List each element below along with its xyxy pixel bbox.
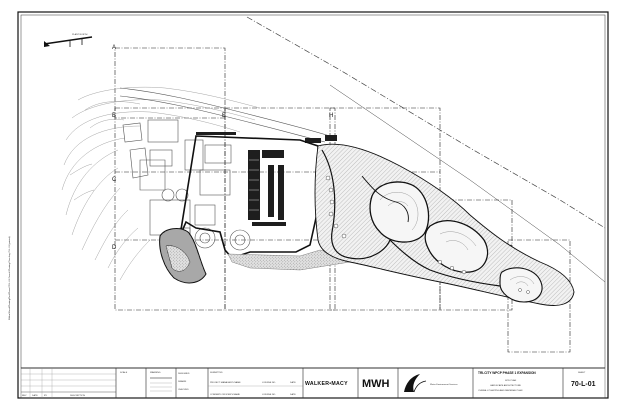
access-road <box>119 87 331 143</box>
project-title: TRI-CITY WPCP PHASE 1 EXPANSION <box>478 371 536 375</box>
sheet-subtitle-planting: OVERALL PLANTING AND MATERIAL PLAN <box>478 389 523 392</box>
planting-buffer-west <box>165 245 191 272</box>
parking-stripes <box>249 159 259 211</box>
sheet-subtitle-landscape: LANDSCAPE ARCHITECTURE <box>490 384 521 387</box>
designed-label: DESIGNED <box>178 373 190 375</box>
swale-path-2 <box>361 175 409 223</box>
checked-label: CHECKED <box>178 389 189 391</box>
rev-header-by: BY <box>44 395 47 397</box>
date-label-1: DATE <box>290 381 296 384</box>
submitted-label: SUBMITTED <box>210 372 223 374</box>
north-arrow: PLANT NORTH <box>43 33 93 47</box>
client-logo-text: Water Environment Services <box>430 383 459 386</box>
walker-macy-logo: WALKER•MACY <box>305 381 348 387</box>
grid-label-a: A <box>112 45 116 51</box>
parking-structures <box>196 132 337 226</box>
landform-contours <box>379 192 535 287</box>
license-label-1: LICENSE NO. <box>262 382 276 384</box>
scale-label: SCALE <box>120 371 128 374</box>
client-logo-mark <box>404 374 427 393</box>
sheet-subtitle-site-plan: SITE PLAN <box>505 379 517 382</box>
side-file-text: Wilbur/Sheet/PlantingPlan/PhaseI/70-L-01… <box>8 236 11 320</box>
grid-label-h: H <box>329 113 333 119</box>
rev-header-rev: REV <box>22 395 27 397</box>
tree-symbols <box>325 175 530 294</box>
grid-label-d: D <box>112 245 117 251</box>
license-label-2: LICENSE NO. <box>262 394 276 396</box>
north-arrow-label: PLANT NORTH <box>72 33 88 36</box>
rev-header-description: DESCRIPTION <box>70 395 85 397</box>
landform-mound-1 <box>369 181 430 243</box>
mwh-logo: MWH <box>362 378 390 390</box>
terrain-contours <box>61 86 261 281</box>
grid-label-c: C <box>112 177 117 183</box>
grid-label-b: B <box>112 113 116 119</box>
rev-header-date: DATE <box>32 394 38 397</box>
company-officer-label: COMPANY OFFICER'S NAME <box>210 393 240 396</box>
swale-path <box>321 149 501 287</box>
drawn-label: DRAWN <box>178 380 187 383</box>
property-line-east <box>329 84 606 283</box>
property-line-north <box>246 16 606 229</box>
facility-buildings <box>122 119 251 251</box>
sheet-number: 70-L-01 <box>571 381 596 388</box>
sheet-label: SHEET <box>578 372 586 374</box>
title-block: REV DATE BY DESCRIPTION SCALE WARNING DE… <box>20 367 606 399</box>
project-manager-label: PROJECT MANAGER'S NAME <box>210 381 241 384</box>
landform-mound-3 <box>499 267 543 303</box>
inner-border <box>20 14 606 369</box>
date-label-2: DATE <box>290 393 296 396</box>
warning-label: WARNING <box>150 371 161 374</box>
